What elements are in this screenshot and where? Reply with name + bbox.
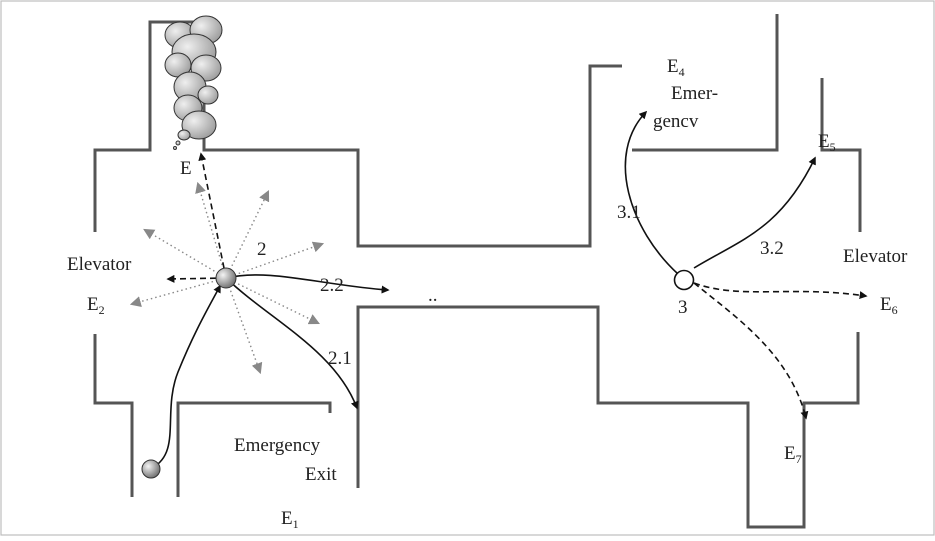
exit-label-e1: E1 xyxy=(281,508,299,531)
emergency-exit-line2: Exit xyxy=(305,464,337,485)
path-3-1 xyxy=(624,110,679,275)
elevator-left-label: Elevator xyxy=(67,254,132,275)
exit-label-top: E xyxy=(180,158,192,179)
path-3-2-label: 3.2 xyxy=(760,238,784,259)
node-2-label: 2 xyxy=(257,239,267,260)
emergency-line1-right: Emer- xyxy=(671,83,718,104)
exit-label-e2: E2 xyxy=(87,294,105,317)
node2-paths xyxy=(151,152,390,469)
path-2-1-label: 2.1 xyxy=(328,348,352,369)
path-3-2 xyxy=(693,156,816,269)
emergency-exit-line1: Emergency xyxy=(234,435,321,456)
exit-label-e6: E6 xyxy=(880,294,898,317)
path-to-e-top xyxy=(198,152,227,279)
node-3-label: 3 xyxy=(678,297,688,318)
exit-label-e7: E7 xyxy=(784,443,802,466)
emergency-line2-right: gencv xyxy=(653,111,699,132)
path-2-1 xyxy=(225,277,359,410)
start-person xyxy=(141,459,161,479)
path-3-1-label: 3.1 xyxy=(617,202,641,223)
floor-plan-walls xyxy=(93,14,862,529)
path-to-e6 xyxy=(693,282,868,300)
radial-dotted-arrows xyxy=(129,181,325,375)
path-start-to-node2 xyxy=(151,284,221,469)
exit-label-e5: E5 xyxy=(818,131,836,154)
node-3 xyxy=(673,269,695,291)
node-2-person xyxy=(215,267,237,289)
elevator-right-label: Elevator xyxy=(843,246,908,267)
node3-paths xyxy=(624,110,868,420)
path-to-e7 xyxy=(693,282,809,420)
path-2-2 xyxy=(225,274,390,294)
smoke-cloud xyxy=(164,15,223,150)
exit-label-e4: E4 xyxy=(667,56,685,79)
ellipsis: .. xyxy=(428,285,438,306)
path-2-2-label: 2.2 xyxy=(320,275,344,296)
